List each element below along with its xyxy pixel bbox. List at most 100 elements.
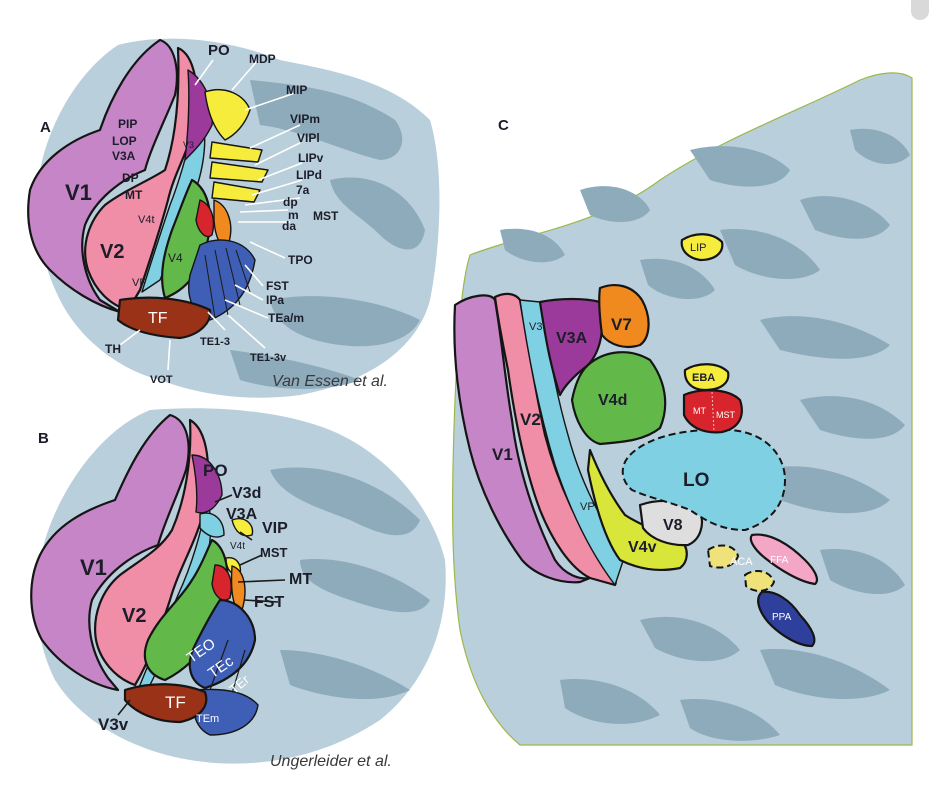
area-tf [116, 296, 212, 340]
label-dp2: DP [122, 171, 139, 185]
label-v3a: V3A [226, 506, 258, 523]
panel-a-sulcus [270, 296, 420, 347]
label-vipl: VIPl [297, 131, 320, 145]
area-v4d [570, 351, 667, 446]
label-mt: MT [693, 406, 706, 416]
panel-a-pointers [119, 59, 303, 371]
label-fst: FST [254, 594, 284, 611]
panel-a: A V1 V2 VP V4 V4t TF PO MDP MIP VIPm VIP… [27, 38, 440, 398]
area-ppa [757, 590, 816, 648]
area-po [191, 454, 223, 514]
panel-b-sulcus [280, 650, 410, 700]
label-po: PO [208, 42, 230, 59]
label-tf: TF [165, 693, 186, 712]
label-v2: V2 [100, 241, 124, 263]
label-mt: MT [289, 571, 312, 588]
area-mt [682, 389, 743, 434]
label-tpo: TPO [288, 253, 313, 267]
label-v4v: V4v [628, 539, 657, 556]
area-parietal [209, 141, 263, 163]
area-mt-mst-border [711, 391, 715, 433]
area-vip [231, 518, 254, 537]
panel-b-letter: B [38, 430, 49, 447]
panel-a-letter: A [40, 119, 51, 136]
label-mip: MIP [286, 83, 307, 97]
label-v3v: V3v [98, 715, 129, 734]
label-mt: MT [125, 188, 143, 202]
label-dp: dp [283, 195, 298, 209]
label-vp: VP [580, 501, 595, 513]
label-vot: VOT [150, 374, 173, 386]
area-eba [683, 363, 730, 392]
label-te13: TE1-3 [200, 336, 230, 348]
label-v2: V2 [122, 605, 146, 627]
label-v4d: V4d [598, 392, 627, 409]
label-lo: LO [683, 470, 709, 491]
area-aca [706, 544, 740, 569]
area-v1 [30, 413, 190, 692]
label-tf: TF [148, 310, 168, 327]
label-v3a: V3A [556, 330, 588, 347]
label-v4t: V4t [138, 214, 155, 226]
panel-a-citation: Van Essen et al. [272, 373, 388, 390]
label-v4t: V4t [230, 541, 245, 552]
label-te13v: TE1-3v [250, 352, 287, 364]
label-fst: FST [266, 279, 289, 293]
area-v3a [199, 512, 225, 538]
label-ffa: FFA [770, 555, 789, 566]
panel-b-sulcus [300, 559, 430, 613]
label-7a: 7a [296, 183, 310, 197]
label-da: da [282, 219, 296, 233]
area-te-line [204, 247, 251, 319]
label-vip: VIP [262, 520, 288, 537]
label-v4: V4 [168, 251, 183, 265]
area-v7 [598, 284, 650, 349]
area-v1 [453, 294, 592, 584]
panel-b: B V1 V2 PO V3d V3A VIP V4t MST MT FST TE… [30, 408, 446, 770]
label-mdp: MDP [249, 52, 276, 66]
label-v3: V3 [183, 140, 194, 150]
label-mst: MST [260, 545, 288, 560]
area-tem [192, 688, 259, 736]
label-v3a: V3A [112, 149, 136, 163]
label-v1: V1 [65, 180, 92, 205]
label-lip: LIP [690, 242, 707, 254]
area-lip [680, 233, 724, 262]
panel-c: C LIP V3 V3A V7 V1 V2 V4d EBA MT MST LO … [451, 72, 913, 746]
area-tf [123, 683, 208, 724]
label-v1: V1 [492, 445, 513, 464]
panel-a-sulcus [330, 177, 425, 250]
label-vipm: VIPm [290, 112, 320, 126]
label-tem: TEm [196, 713, 219, 725]
panel-b-pointers [117, 494, 286, 716]
area-mt [211, 564, 232, 601]
label-po: PO [203, 461, 228, 480]
panel-c-sulci [500, 128, 910, 741]
label-aca: ACA [730, 556, 753, 568]
label-vp: VP [132, 277, 147, 289]
label-lop: LOP [112, 134, 137, 148]
label-mst: MST [716, 410, 736, 420]
label-pip: PIP [118, 117, 137, 131]
label-m: m [288, 208, 299, 222]
area-ffa [749, 533, 819, 586]
label-v2: V2 [520, 410, 541, 429]
label-team: TEa/m [268, 311, 304, 325]
label-ppa: PPA [772, 612, 792, 623]
panel-c-letter: C [498, 117, 509, 134]
panel-a-sulcus [230, 350, 360, 389]
panel-b-citation: Ungerleider et al. [270, 753, 392, 770]
label-lipv: LIPv [298, 151, 324, 165]
label-v1: V1 [80, 555, 107, 580]
panel-a-sulcus [250, 80, 403, 160]
label-ipa: IPa [266, 293, 284, 307]
label-mst: MST [313, 209, 339, 223]
scrollbar-thumb[interactable] [911, 0, 929, 20]
area-parietal [204, 89, 251, 141]
label-eba: EBA [692, 372, 715, 384]
label-v8: V8 [663, 517, 683, 534]
label-lipd: LIPd [296, 168, 322, 182]
area-parietal [209, 161, 269, 183]
label-v7: V7 [611, 315, 632, 334]
area-parietal [211, 181, 261, 203]
